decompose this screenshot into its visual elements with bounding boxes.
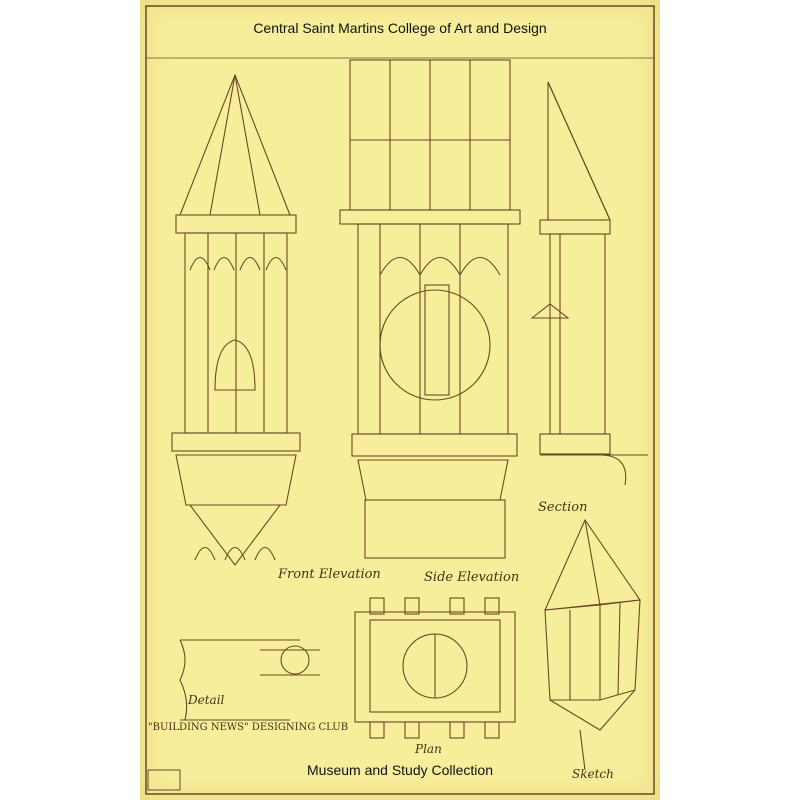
side-elevation-drawing [339, 59, 521, 559]
drawing-sheet: Front Elevation Side Elevation Section D… [140, 0, 660, 800]
collection-caption: Museum and Study Collection [307, 762, 493, 778]
page-title: Central Saint Martins College of Art and… [253, 20, 547, 36]
detail-label: Detail [188, 693, 225, 707]
section-drawing [530, 81, 648, 486]
title-stamp [147, 769, 181, 791]
architectural-drawing [145, 5, 655, 795]
side-elevation-label: Side Elevation [424, 570, 520, 585]
club-title: "BUILDING NEWS" DESIGNING CLUB [148, 722, 349, 733]
sheet-border [145, 5, 655, 795]
front-elevation-drawing [171, 73, 301, 566]
sketch-drawing [544, 518, 641, 771]
front-elevation-label: Front Elevation [278, 567, 381, 582]
sketch-label: Sketch [572, 767, 614, 781]
detail-drawing [179, 639, 320, 721]
section-label: Section [538, 500, 588, 515]
plan-drawing [354, 597, 516, 739]
plan-label: Plan [415, 742, 442, 756]
